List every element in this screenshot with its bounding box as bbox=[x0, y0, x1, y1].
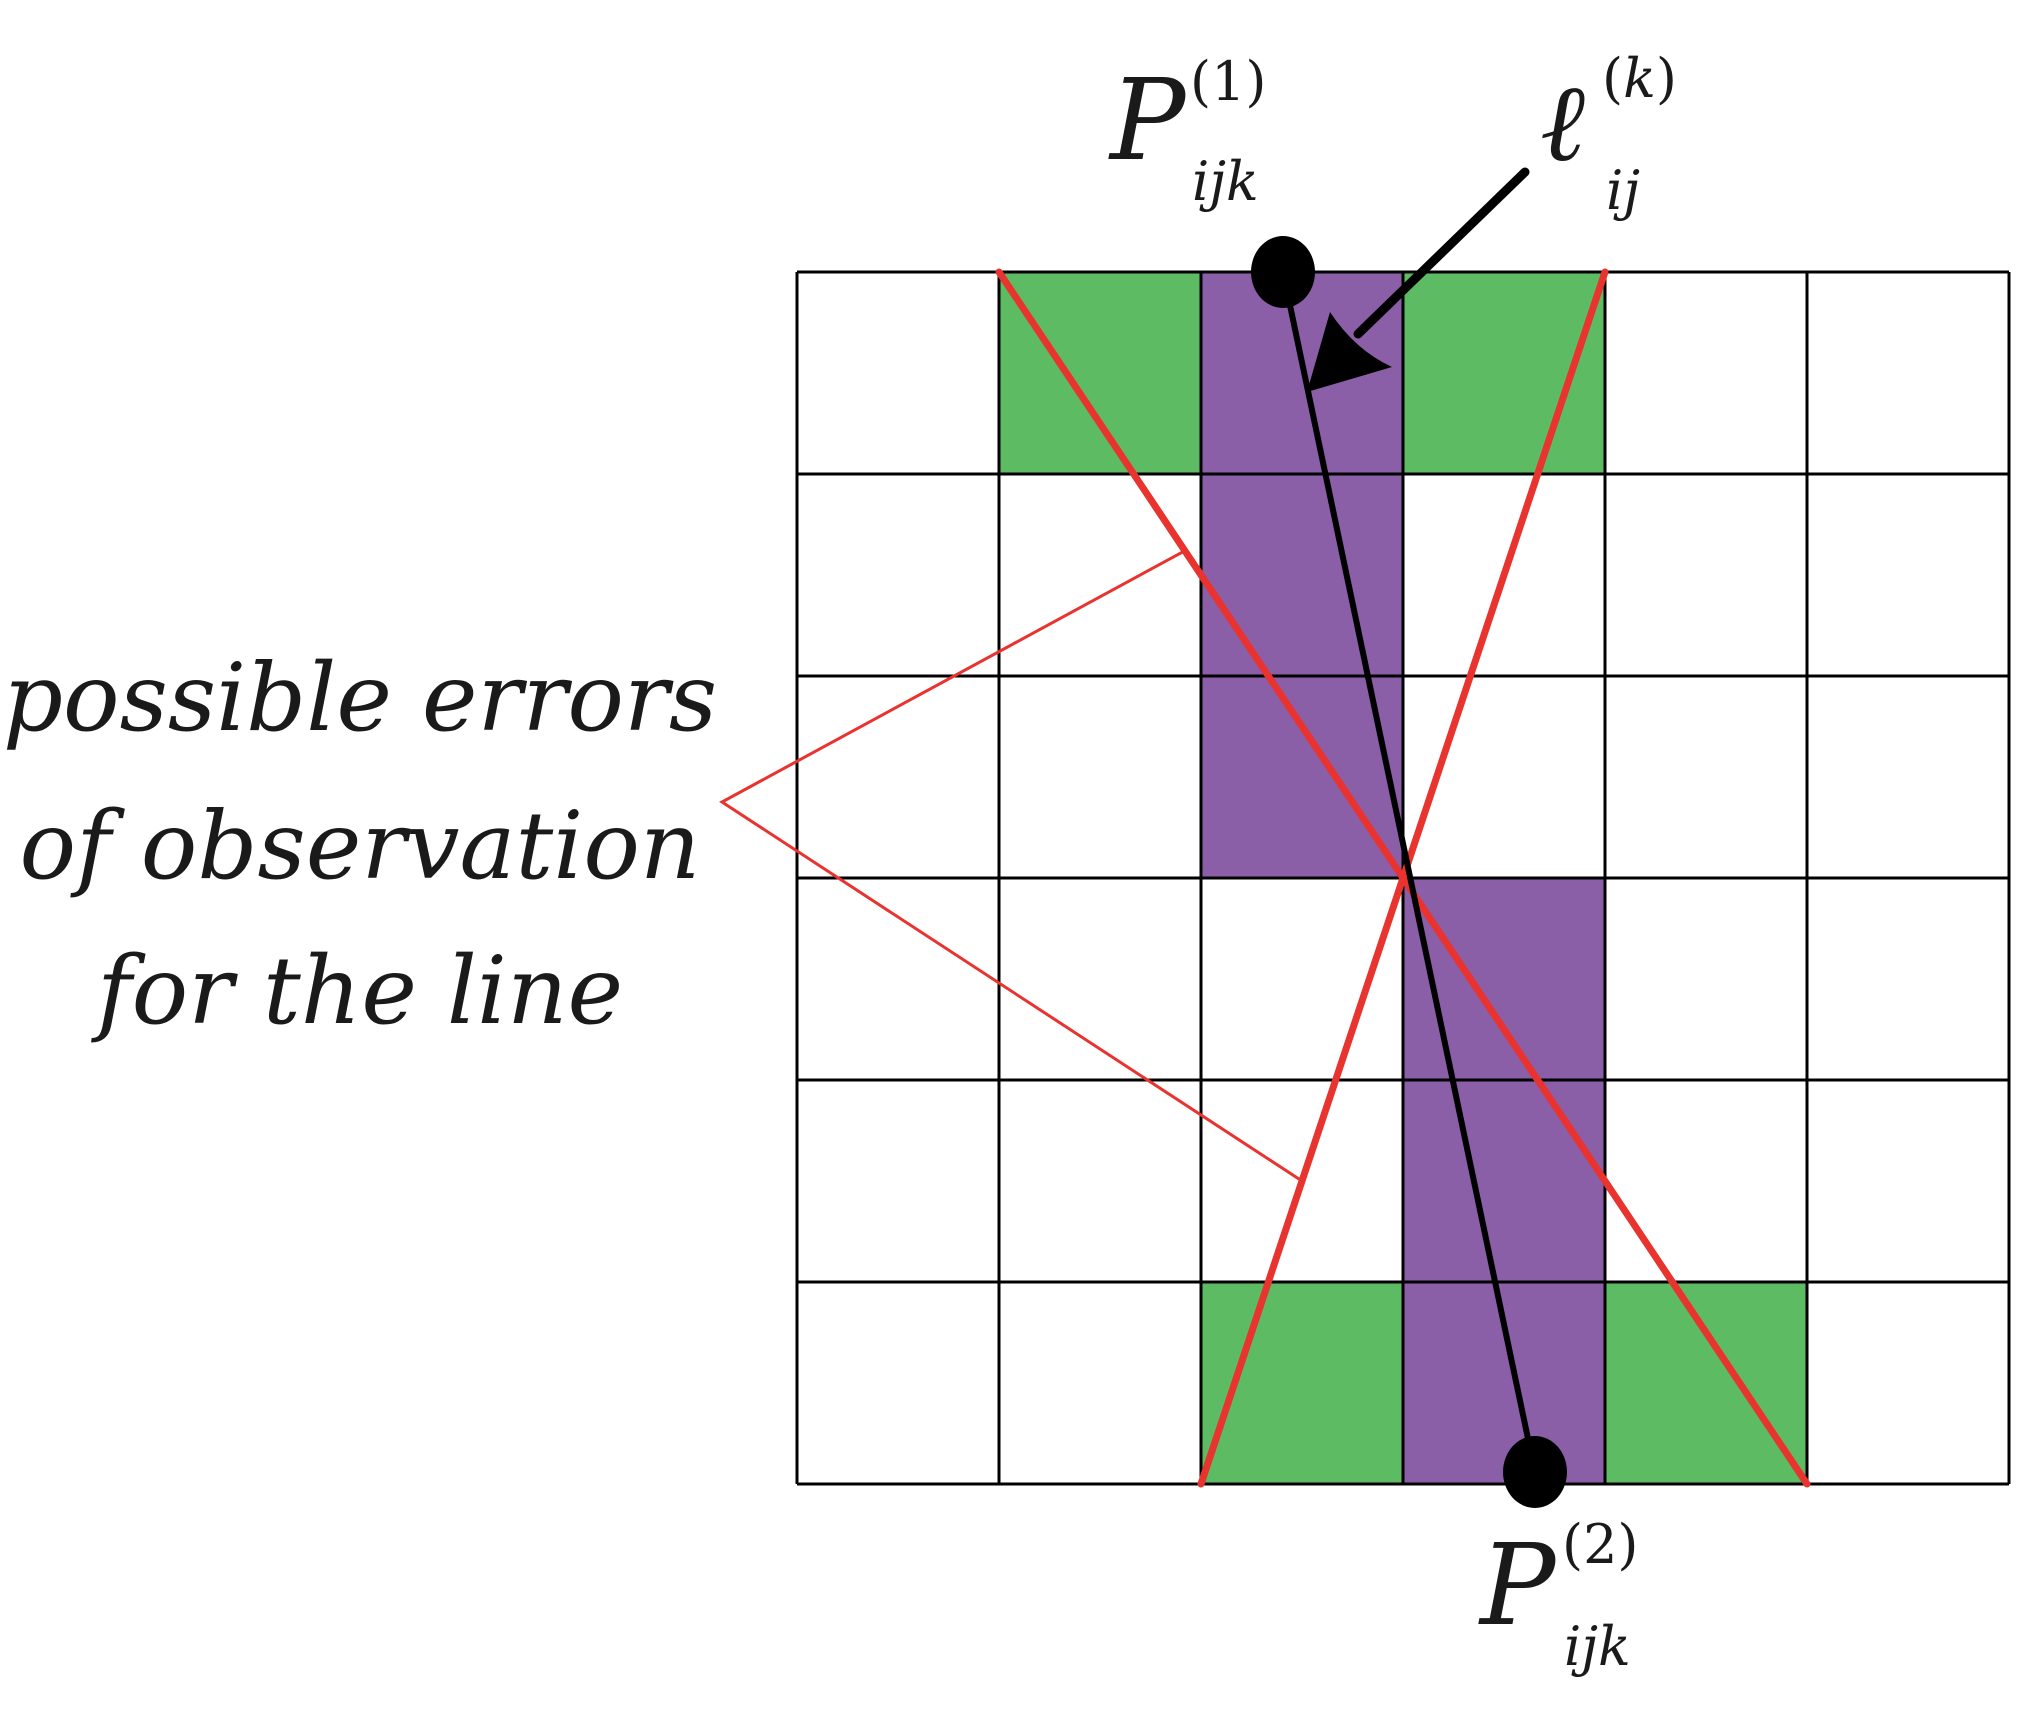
caption-line-2: of observation bbox=[19, 792, 701, 901]
line-sup-close: ) bbox=[1655, 47, 1677, 110]
purple-cell bbox=[1403, 878, 1605, 1080]
endpoint-bottom bbox=[1503, 1436, 1567, 1508]
caption-line-1: possible errors bbox=[2, 644, 718, 753]
purple-cell bbox=[1403, 1080, 1605, 1282]
line-pointer-arrow bbox=[1307, 167, 1530, 392]
observed-line bbox=[1280, 271, 1538, 1473]
error-lines bbox=[995, 268, 1811, 1488]
line-sup-open: ( bbox=[1602, 47, 1624, 110]
point-bottom-superscript: (2) bbox=[1562, 1513, 1639, 1576]
arrow-shaft bbox=[1353, 167, 1530, 339]
line-label-superscript: (k) bbox=[1602, 52, 1677, 106]
point-bottom-base: P bbox=[1480, 1521, 1556, 1651]
arrow-head bbox=[1307, 312, 1392, 392]
green-cell bbox=[1605, 1282, 1807, 1484]
line-label-base: ℓ bbox=[1540, 61, 1585, 186]
caption-callout-lines bbox=[719, 549, 1303, 1183]
caption-callout bbox=[719, 549, 1303, 1183]
point-top-base: P bbox=[1110, 56, 1186, 186]
endpoints bbox=[1251, 236, 1567, 1508]
purple-cell bbox=[1201, 474, 1403, 676]
point-top-superscript: (1) bbox=[1190, 50, 1267, 113]
observed-line-segment bbox=[1280, 271, 1538, 1473]
point-top-subscript: ijk bbox=[1192, 150, 1259, 213]
line-label-subscript: ij bbox=[1606, 159, 1641, 222]
purple-cell bbox=[1201, 676, 1403, 878]
line-sup-var: k bbox=[1623, 47, 1656, 110]
error-line-right bbox=[1197, 268, 1609, 1488]
caption-line-3: for the line bbox=[96, 937, 624, 1046]
green-cell bbox=[999, 272, 1201, 474]
point-bottom-subscript: ijk bbox=[1564, 1615, 1631, 1678]
endpoint-top bbox=[1251, 236, 1315, 308]
